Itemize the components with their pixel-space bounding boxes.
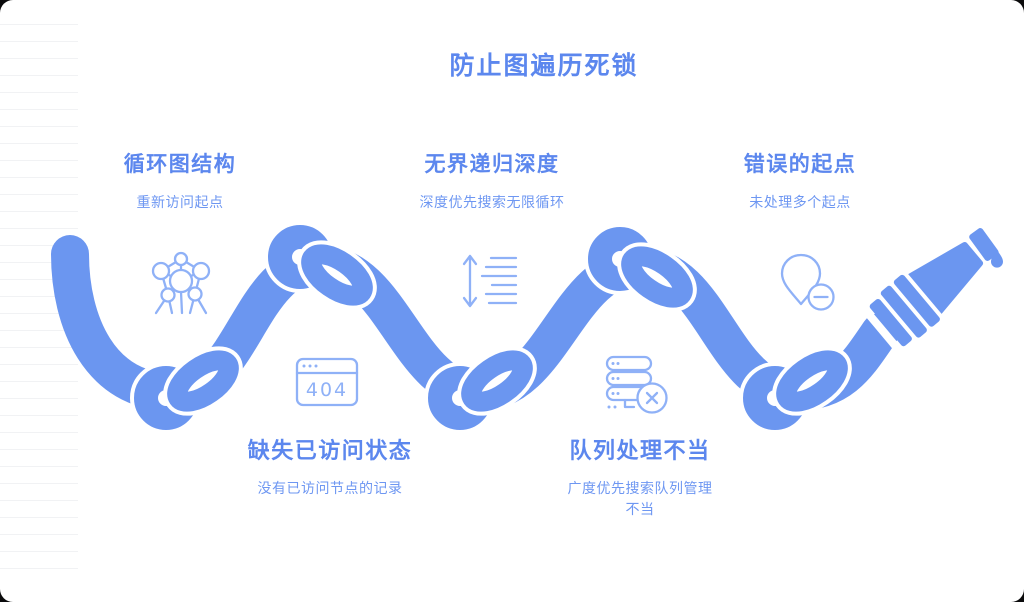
section-unbounded-recursion: 无界递归深度 深度优先搜索无限循环 — [372, 150, 612, 213]
molecule-network-icon — [151, 251, 211, 315]
browser-404-icon: 404 — [295, 357, 359, 407]
section-subtext: 广度优先搜索队列管理不当 — [567, 480, 713, 517]
section-wrong-start: 错误的起点 未处理多个起点 — [680, 150, 920, 213]
section-missing-visited-state: 缺失已访问状态 没有已访问节点的记录 — [210, 436, 450, 499]
section-heading: 循环图结构 — [123, 153, 237, 176]
rope-knot — [264, 221, 377, 310]
section-heading: 缺失已访问状态 — [247, 438, 413, 463]
rope-knot — [130, 346, 243, 434]
rope-knot — [739, 346, 852, 434]
queue-error-icon — [605, 355, 668, 414]
section-subtext: 未处理多个起点 — [749, 194, 851, 210]
rope-knot — [584, 223, 697, 312]
section-subtext: 重新访问起点 — [136, 194, 224, 210]
line-height-depth-icon — [462, 254, 518, 308]
location-pin-minus-icon — [780, 253, 835, 311]
hose-nozzle-icon — [858, 228, 999, 358]
section-subtext: 没有已访问节点的记录 — [257, 480, 403, 496]
section-heading: 错误的起点 — [743, 153, 857, 176]
error-404-label: 404 — [306, 379, 348, 401]
section-heading: 无界递归深度 — [424, 153, 560, 176]
water-drop-icon — [991, 250, 1003, 268]
rope-knot — [424, 346, 537, 434]
section-subtext: 深度优先搜索无限循环 — [419, 194, 565, 210]
page-title: 防止图遍历死锁 — [449, 52, 639, 80]
section-heading: 队列处理不当 — [569, 438, 711, 463]
section-queue-mishandling: 队列处理不当 广度优先搜索队列管理不当 — [520, 436, 760, 520]
section-cyclic-graph: 循环图结构 重新访问起点 — [60, 150, 300, 213]
